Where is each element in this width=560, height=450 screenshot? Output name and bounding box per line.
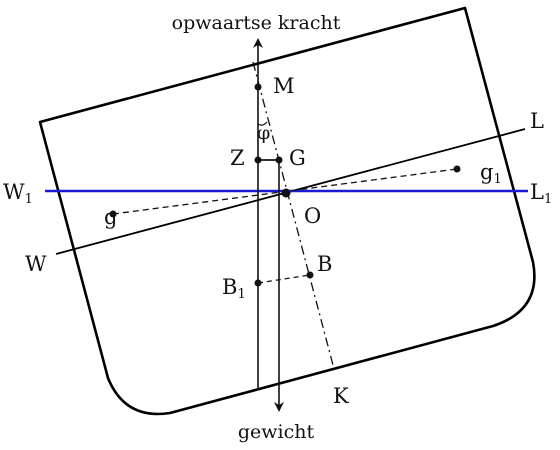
point-z	[254, 156, 262, 164]
ship-centerline	[252, 61, 334, 366]
point-b	[306, 271, 314, 279]
label-b: B	[317, 252, 332, 276]
label-o: O	[304, 204, 321, 228]
phi-angle-arc	[257, 121, 268, 126]
label-l1: L1	[530, 180, 552, 207]
point-g1	[453, 165, 461, 173]
point-g-small	[109, 210, 117, 218]
point-m	[254, 83, 262, 91]
label-z: Z	[230, 146, 245, 170]
label-weight: gewicht	[238, 421, 315, 443]
label-k: K	[333, 384, 349, 408]
b-shift-line	[257, 274, 311, 284]
label-w: W	[25, 252, 47, 276]
label-l: L	[530, 109, 544, 133]
point-g	[275, 156, 283, 164]
point-o	[281, 188, 291, 198]
label-phi: φ	[257, 122, 270, 144]
label-g1: g1	[480, 160, 502, 187]
label-m: M	[273, 74, 295, 98]
label-b1: B1	[222, 275, 246, 302]
label-w1: W1	[3, 180, 33, 207]
hull-outline	[38, 6, 536, 416]
label-g: G	[289, 146, 306, 170]
label-g-small: g	[104, 205, 117, 229]
point-b1	[254, 279, 262, 287]
label-upward-force: opwaartse kracht	[172, 12, 341, 34]
